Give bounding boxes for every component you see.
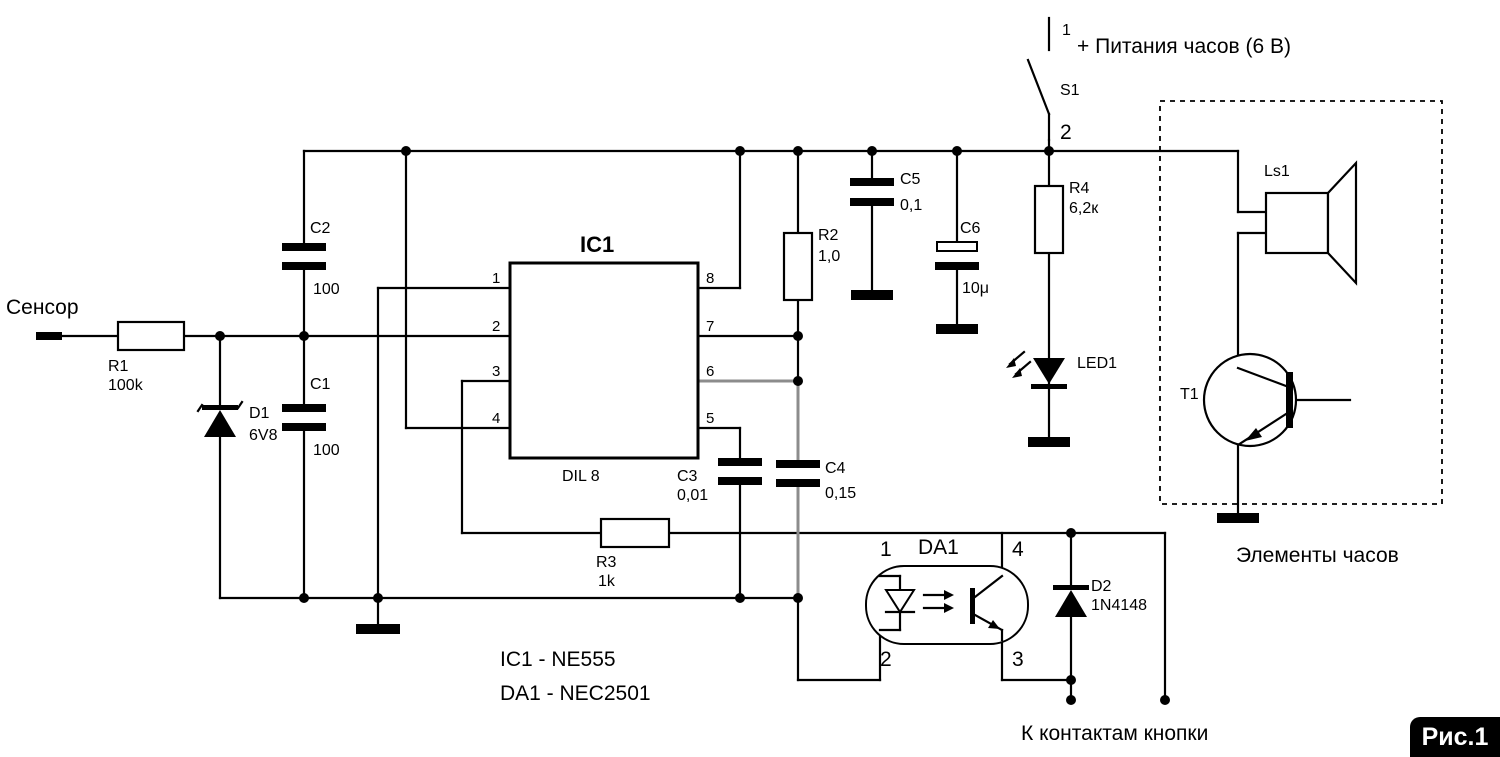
r1-name: R1 bbox=[108, 358, 129, 375]
c6-name: C6 bbox=[960, 220, 981, 237]
led1 bbox=[1006, 350, 1067, 389]
c6-value: 10μ bbox=[962, 280, 989, 297]
da1-pin1: 1 bbox=[880, 538, 892, 561]
resistor-r4 bbox=[1033, 184, 1065, 255]
transistor-t1 bbox=[1202, 352, 1298, 448]
capacitor-c1 bbox=[282, 404, 326, 431]
d1-name: D1 bbox=[249, 405, 270, 422]
c4-name: C4 bbox=[825, 460, 846, 477]
capacitor-c4 bbox=[776, 460, 820, 487]
labels: 1 + Питания часов (6 В) S1 2 Сенсор R1 1… bbox=[6, 22, 1399, 745]
c3-name: C3 bbox=[677, 468, 698, 485]
c1-name: C1 bbox=[310, 376, 331, 393]
d1-value: 6V8 bbox=[249, 427, 278, 444]
c5-value: 0,1 bbox=[900, 197, 922, 214]
clock-elements-box bbox=[1159, 100, 1443, 505]
da1-pin3: 3 bbox=[1012, 648, 1024, 671]
clock-elements-label: Элементы часов bbox=[1236, 544, 1399, 567]
ic1-package: DIL 8 bbox=[562, 468, 600, 485]
ic1-title: IC1 bbox=[580, 232, 614, 257]
switch-pin2-label: 2 bbox=[1060, 121, 1072, 144]
r2-value: 1,0 bbox=[818, 248, 840, 265]
da1-label: DA1 bbox=[918, 536, 959, 559]
c3-value: 0,01 bbox=[677, 487, 708, 504]
highlighted-wires bbox=[698, 379, 800, 598]
c2-value: 100 bbox=[313, 281, 340, 298]
c1-value: 100 bbox=[313, 442, 340, 459]
r4-value: 6,2к bbox=[1069, 200, 1099, 217]
ic1-pin5: 5 bbox=[706, 410, 714, 427]
ic1-pin8: 8 bbox=[706, 270, 714, 287]
ic1-body bbox=[508, 261, 700, 460]
supply-label: + Питания часов (6 В) bbox=[1077, 35, 1291, 58]
speaker-ls1 bbox=[1264, 160, 1358, 286]
ic1-pin1: 1 bbox=[492, 270, 500, 287]
optocoupler-da1 bbox=[865, 565, 1029, 645]
switch-s1-label: S1 bbox=[1060, 82, 1080, 99]
led1-label: LED1 bbox=[1077, 355, 1117, 372]
ic1-pin7: 7 bbox=[706, 318, 714, 335]
c5-name: C5 bbox=[900, 171, 921, 188]
ls1-label: Ls1 bbox=[1264, 163, 1290, 180]
r3-name: R3 bbox=[596, 554, 617, 571]
ic-note-ic1: IC1 - NE555 bbox=[500, 648, 616, 671]
wires bbox=[58, 16, 1352, 702]
d2-value: 1N4148 bbox=[1091, 597, 1147, 614]
ic-note-da1: DA1 - NEC2501 bbox=[500, 682, 651, 705]
capacitor-c2 bbox=[282, 243, 326, 270]
r1-value: 100k bbox=[108, 377, 144, 394]
r2-name: R2 bbox=[818, 227, 839, 244]
ic1-pin4: 4 bbox=[492, 410, 500, 427]
resistor-r3 bbox=[599, 517, 671, 549]
capacitor-c3 bbox=[718, 458, 762, 485]
c2-name: C2 bbox=[310, 220, 331, 237]
r4-name: R4 bbox=[1069, 180, 1090, 197]
button-contacts-label: К контактам кнопки bbox=[1021, 722, 1208, 745]
capacitor-c6 bbox=[935, 241, 979, 270]
sensor-label: Сенсор bbox=[6, 296, 79, 319]
capacitor-c5 bbox=[850, 178, 894, 206]
r3-value: 1k bbox=[598, 573, 616, 590]
figure-label: Рис.1 bbox=[1410, 717, 1500, 757]
zener-diode-d1 bbox=[196, 400, 244, 437]
resistor-r1 bbox=[116, 320, 186, 352]
resistor-r2 bbox=[782, 231, 814, 302]
ic1-pin2: 2 bbox=[492, 318, 500, 335]
da1-pin4: 4 bbox=[1012, 538, 1024, 561]
ic1-pin3: 3 bbox=[492, 363, 500, 380]
t1-label: T1 bbox=[1180, 386, 1199, 403]
switch-pin1-label: 1 bbox=[1062, 22, 1071, 39]
c4-value: 0,15 bbox=[825, 485, 856, 502]
da1-pin2: 2 bbox=[880, 648, 892, 671]
diode-d2 bbox=[1053, 585, 1089, 617]
d2-name: D2 bbox=[1091, 578, 1112, 595]
ic1-pin6: 6 bbox=[706, 363, 714, 380]
junction-dots bbox=[215, 146, 1170, 705]
ground-symbols bbox=[36, 290, 1259, 634]
